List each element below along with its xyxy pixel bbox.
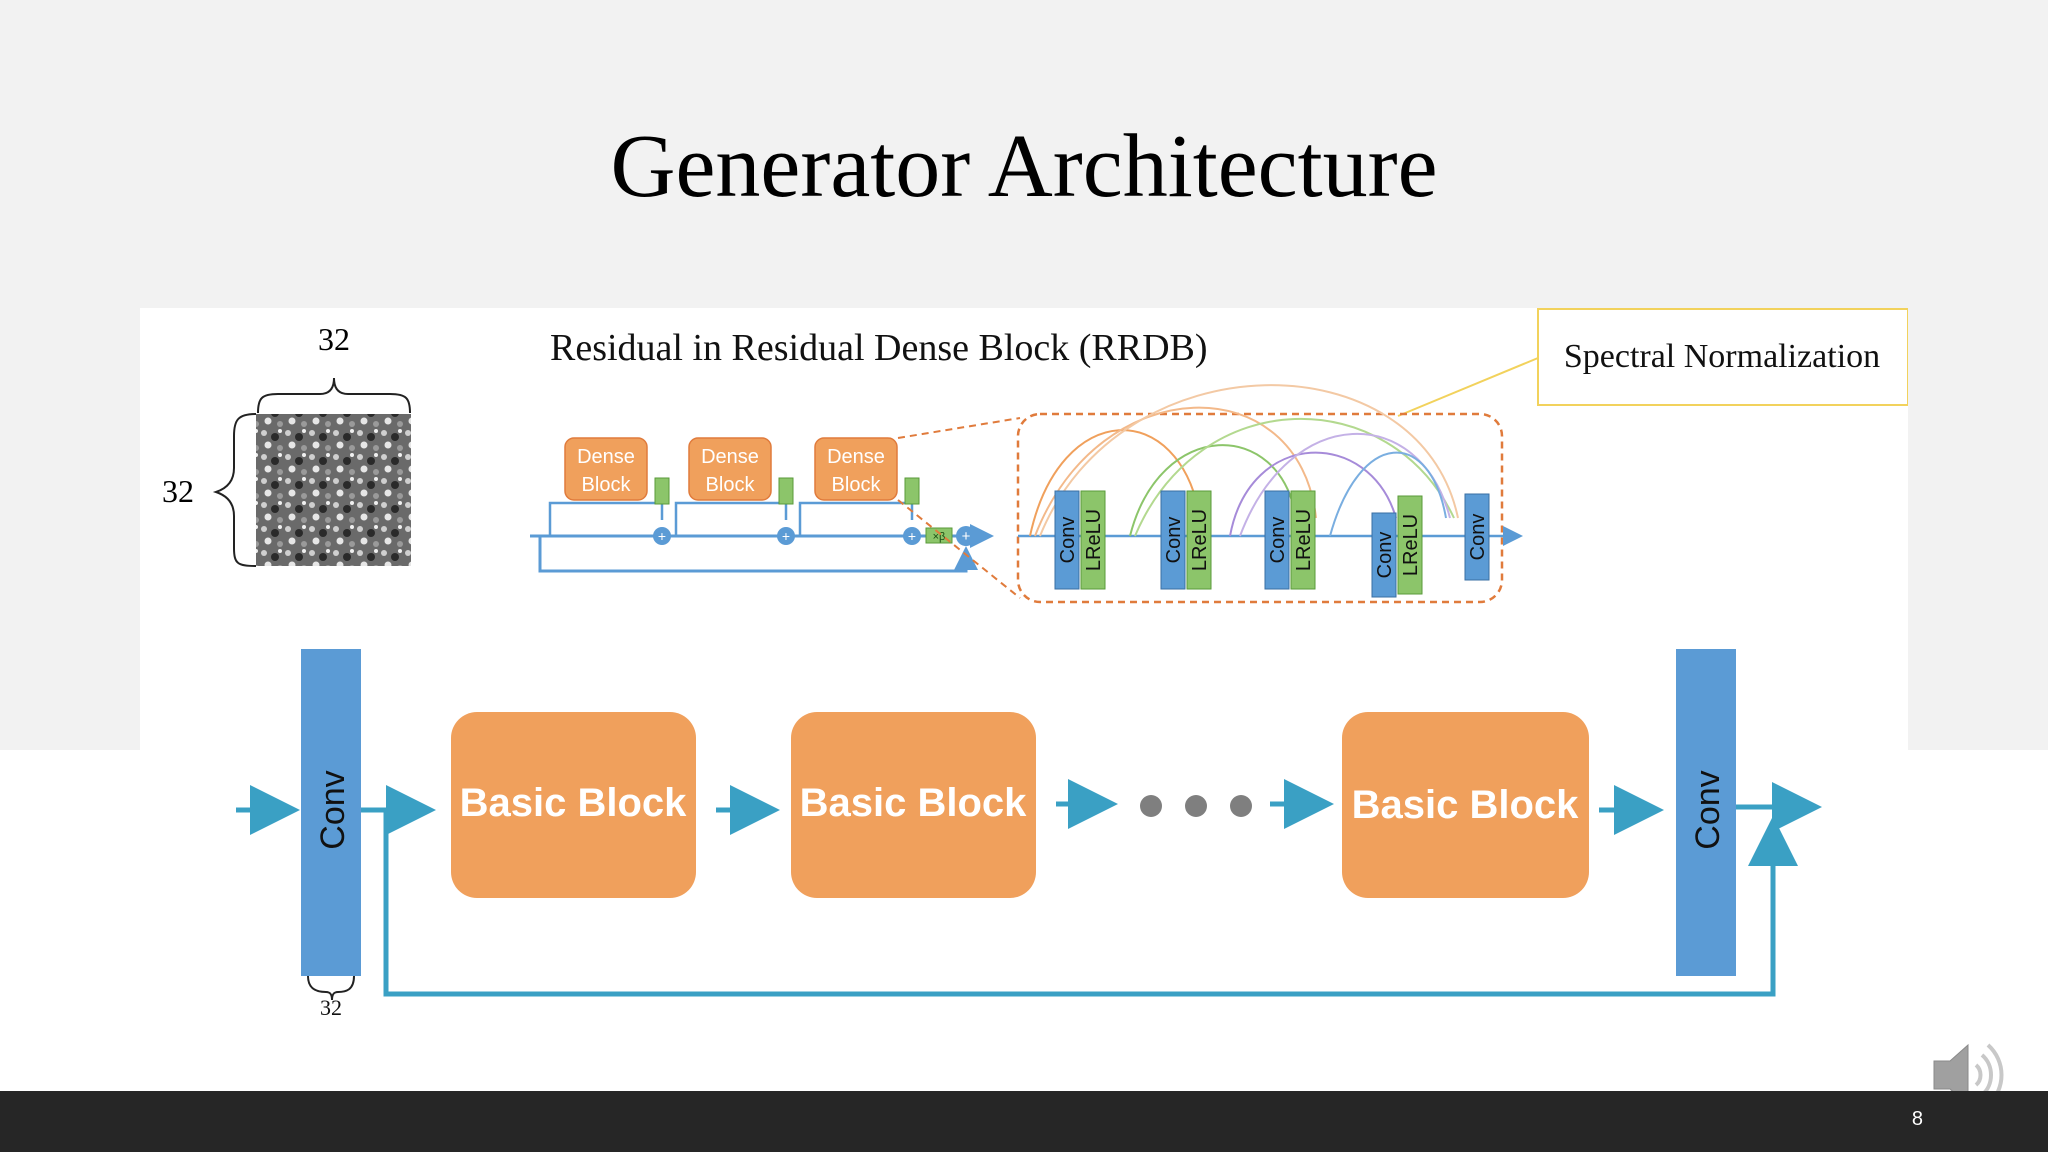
detail-lrelu-3-label: LReLU <box>1293 509 1315 571</box>
dense-block-detail-box <box>1016 412 1504 604</box>
svg-text:+: + <box>908 528 916 544</box>
patch-width-brace <box>257 377 411 414</box>
generator-figure: 32 32 Residual in Residual Dense Block (… <box>140 308 1908 1088</box>
svg-text:+: + <box>962 528 971 545</box>
dense-block-detail: Conv LReLU Conv LReLU Conv LReLU Conv LR… <box>1016 384 1523 604</box>
detail-lrelu-2-label: LReLU <box>1189 509 1211 571</box>
patch-height-brace <box>212 413 257 567</box>
detail-lrelu-4-label: LReLU <box>1400 514 1422 576</box>
spectral-connector-line <box>1397 357 1539 417</box>
beta-scale-outer-label: ×β <box>933 531 946 543</box>
detail-conv-1 <box>1054 490 1080 590</box>
detail-conv-4 <box>1371 512 1397 598</box>
depth-label: 32 <box>320 995 342 1020</box>
add-node-3 <box>903 527 921 545</box>
slide-footer-bar <box>0 1091 2048 1152</box>
svg-text:+: + <box>782 528 790 544</box>
zoom-line-bottom <box>897 499 1021 599</box>
svg-text:+: + <box>658 528 666 544</box>
zoom-line-top <box>897 417 1021 439</box>
generator-diagram: 32 32 Residual in Residual Dense Block (… <box>162 308 1908 1020</box>
ellipsis-dot-1 <box>1140 795 1162 817</box>
spectral-normalization-box <box>1537 308 1908 406</box>
detail-conv-4-label: Conv <box>1374 532 1396 579</box>
rrdb-outer-skip <box>538 536 978 573</box>
input-patch-group: 32 32 <box>162 321 411 567</box>
beta-scale-3 <box>904 477 920 505</box>
detail-conv-2 <box>1160 490 1186 590</box>
add-node-outer <box>956 526 976 546</box>
dense-block-1 <box>564 437 648 501</box>
dense-block-2-label-bottom: Block <box>706 474 756 496</box>
basic-block-1-label: Basic Block <box>460 781 688 825</box>
add-node-2 <box>777 527 795 545</box>
conv-layer-output <box>1676 649 1736 976</box>
add-node-1 <box>653 527 671 545</box>
detail-conv-2-label: Conv <box>1163 517 1185 564</box>
rrdb-title: Residual in Residual Dense Block (RRDB) <box>550 327 1208 369</box>
detail-lrelu-3 <box>1290 490 1316 590</box>
basic-block-2 <box>791 712 1036 898</box>
rrdb-chain: Dense Block + Dense Block + Dense Block … <box>530 437 994 573</box>
dense-block-2 <box>688 437 772 501</box>
detail-conv-3-label: Conv <box>1267 517 1289 564</box>
conv-input-label: Conv <box>314 770 352 849</box>
slide-title: Generator Architecture <box>610 117 1438 216</box>
dense-block-1-label-top: Dense <box>577 446 635 468</box>
detail-conv-5-label: Conv <box>1467 514 1489 561</box>
detail-conv-1-label: Conv <box>1057 517 1079 564</box>
slide-page-number: 8 <box>1911 1108 1923 1130</box>
basic-block-2-label: Basic Block <box>800 781 1028 825</box>
depth-brace <box>307 975 355 1001</box>
conv-output-label: Conv <box>1689 770 1727 849</box>
detail-lrelu-1 <box>1080 490 1106 590</box>
patch-width-label: 32 <box>318 321 350 357</box>
detail-conv-3 <box>1264 490 1290 590</box>
basic-block-1 <box>451 712 696 898</box>
detail-conv-5 <box>1464 493 1490 581</box>
spectral-normalization-label: Spectral Normalization <box>1564 338 1880 375</box>
input-patch-image <box>256 414 411 566</box>
global-skip-connection <box>383 810 1798 997</box>
dense-block-2-label-top: Dense <box>701 446 759 468</box>
conv-layer-input <box>301 649 361 976</box>
basic-block-n-label: Basic Block <box>1352 783 1580 827</box>
basic-block-n <box>1342 712 1589 898</box>
detail-lrelu-4 <box>1397 495 1423 595</box>
dense-block-3-label-bottom: Block <box>832 474 882 496</box>
detail-lrelu-2 <box>1186 490 1212 590</box>
dense-skip-2 <box>674 501 788 536</box>
ellipsis-dot-3 <box>1230 795 1252 817</box>
dense-block-3 <box>814 437 898 501</box>
dense-block-3-label-top: Dense <box>827 446 885 468</box>
dense-skip-3 <box>798 501 914 536</box>
ellipsis-dot-2 <box>1185 795 1207 817</box>
dense-block-1-label-bottom: Block <box>582 474 632 496</box>
beta-scale-1 <box>654 477 670 505</box>
beta-scale-2 <box>778 477 794 505</box>
patch-height-label: 32 <box>162 473 194 509</box>
detail-lrelu-1-label: LReLU <box>1083 509 1105 571</box>
generator-pipeline: Conv 32 Basic Block Basic Block Basic Bl… <box>236 649 1822 1020</box>
dense-skip-1 <box>548 501 664 536</box>
